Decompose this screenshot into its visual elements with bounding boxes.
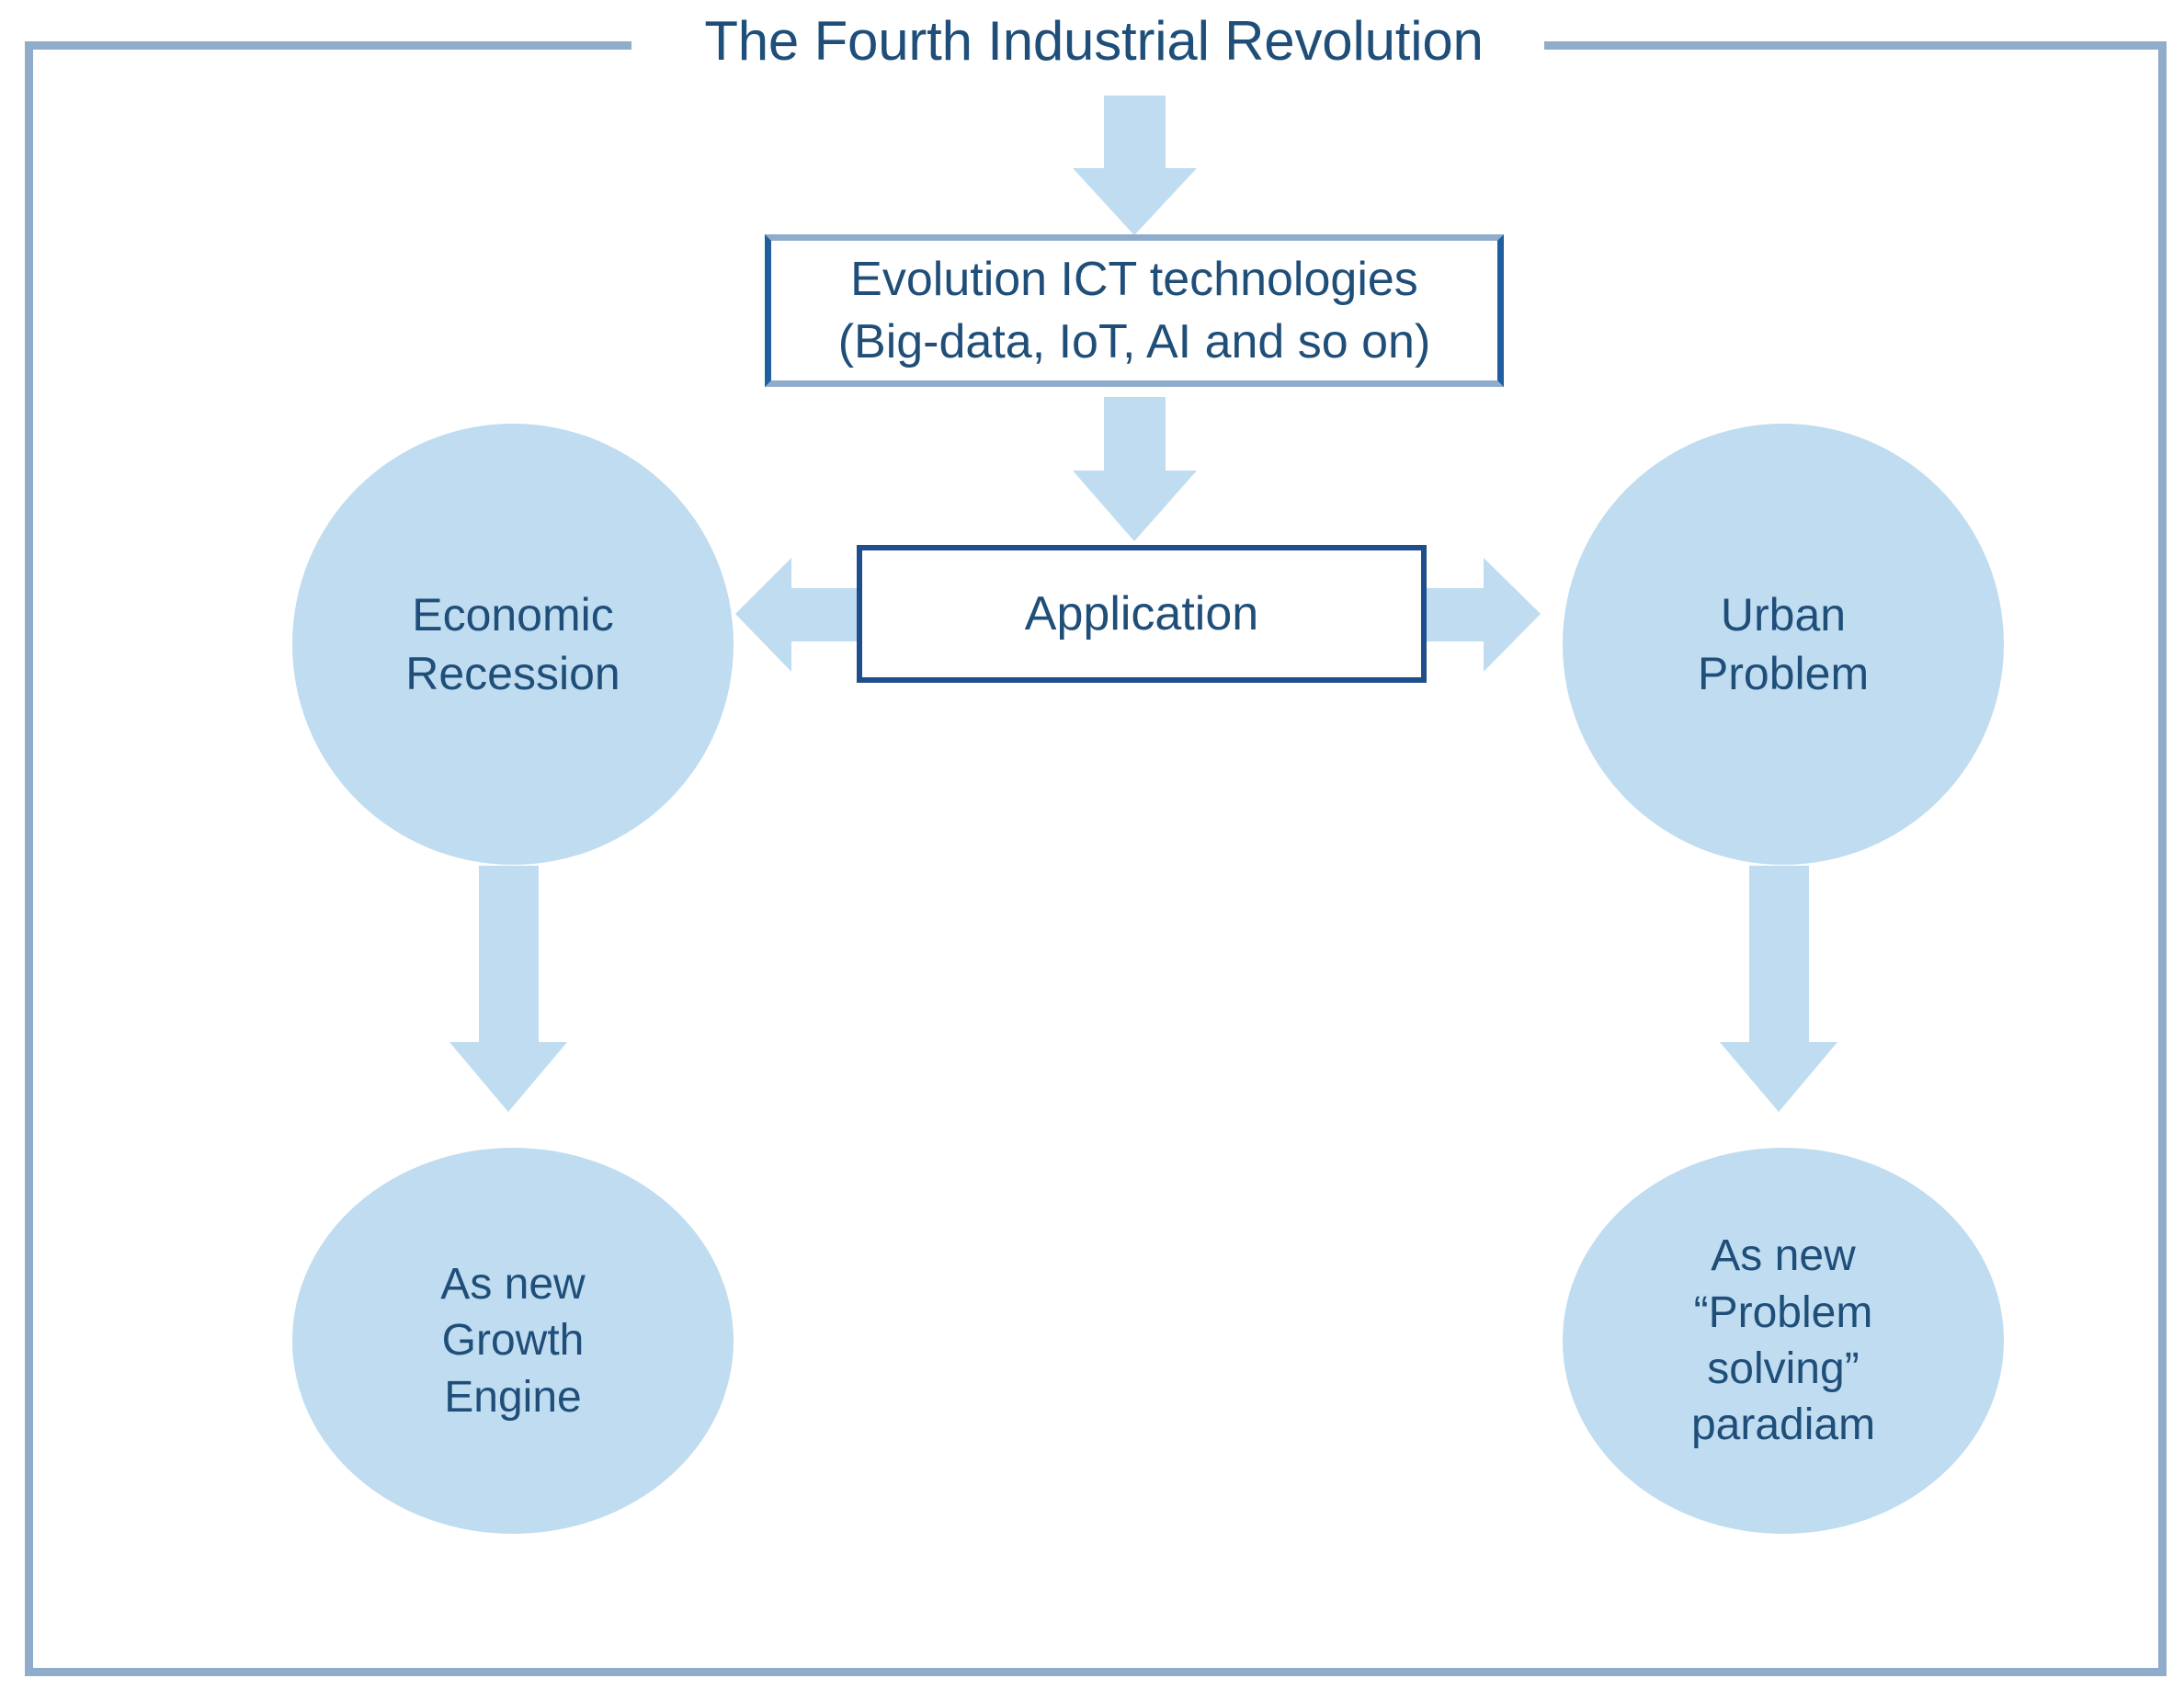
node-urban-problem[interactable]: Urban Problem bbox=[1563, 424, 2004, 865]
diagram-title: The Fourth Industrial Revolution bbox=[704, 10, 1484, 72]
economic-recession-line-2: Recession bbox=[405, 648, 620, 699]
frame-right-segment bbox=[2158, 41, 2167, 1676]
node-economic-recession[interactable]: Economic Recession bbox=[292, 424, 734, 865]
node-evolution-ict-technologies[interactable]: Evolution ICT technologies (Big-data, Io… bbox=[765, 234, 1504, 387]
ict-box-line-2: (Big-data, IoT, AI and so on) bbox=[837, 315, 1431, 369]
frame-left-segment bbox=[25, 41, 33, 1676]
problem-solving-line-3: solving” bbox=[1707, 1344, 1860, 1393]
node-as-new-growth-engine[interactable]: As new Growth Engine bbox=[292, 1148, 734, 1534]
application-label: Application bbox=[1024, 587, 1259, 641]
growth-engine-line-3: Engine bbox=[444, 1372, 582, 1422]
frame-top-left-segment bbox=[25, 41, 631, 50]
arrow-ict-to-application-icon bbox=[1073, 397, 1197, 541]
frame-bottom-segment bbox=[25, 1668, 2167, 1676]
arrow-urban-to-problem-solving-icon bbox=[1720, 866, 1837, 1112]
problem-solving-line-1: As new bbox=[1711, 1231, 1856, 1281]
urban-problem-line-2: Problem bbox=[1697, 648, 1870, 699]
ict-box-line-1: Evolution ICT technologies bbox=[850, 253, 1418, 306]
node-as-new-problem-solving-paradiam[interactable]: As new “Problem solving” paradiam bbox=[1563, 1148, 2004, 1534]
growth-engine-line-2: Growth bbox=[441, 1316, 585, 1366]
growth-engine-line-1: As new bbox=[440, 1259, 586, 1309]
arrow-economic-to-growth-engine-icon bbox=[449, 866, 567, 1112]
frame-top-right-segment bbox=[1544, 41, 2167, 50]
urban-problem-line-1: Urban bbox=[1720, 589, 1847, 641]
economic-recession-line-1: Economic bbox=[412, 589, 614, 641]
arrow-title-to-ict-icon bbox=[1073, 96, 1197, 235]
problem-solving-line-2: “Problem bbox=[1693, 1287, 1873, 1337]
problem-solving-line-4: paradiam bbox=[1690, 1400, 1876, 1450]
node-application[interactable]: Application bbox=[857, 545, 1427, 683]
